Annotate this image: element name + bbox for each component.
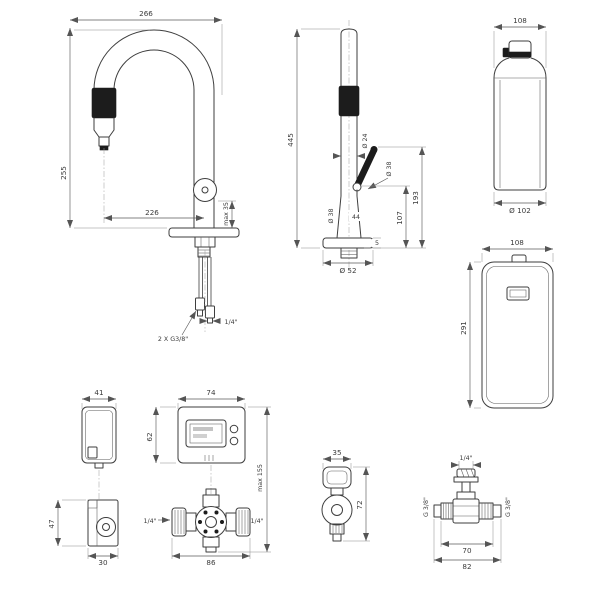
side-view: 445 Ø 24 Ø 38 Ø 38 44 193 107 5 Ø 52 bbox=[286, 20, 426, 275]
dim-spout-diameter: Ø 24 bbox=[361, 134, 369, 149]
dim-tee-total-width: 82 bbox=[462, 562, 471, 571]
dim-tank-height: 291 bbox=[459, 321, 468, 335]
dim-body-width: 44 bbox=[352, 214, 360, 221]
dim-max-deck: max 35 bbox=[223, 202, 230, 226]
dim-spout-reach: 226 bbox=[145, 208, 159, 217]
base-plate bbox=[168, 227, 240, 238]
right-coupling bbox=[235, 507, 251, 537]
dim-box-width: 74 bbox=[206, 388, 216, 397]
tee-body bbox=[452, 498, 480, 524]
bracket-front bbox=[81, 406, 117, 464]
dim-bracket-depth: 30 bbox=[98, 558, 108, 567]
dim-tee-top-fitting: 1/4" bbox=[459, 455, 472, 462]
bracket-roller bbox=[96, 517, 116, 537]
dim-base-thickness: 5 bbox=[375, 240, 379, 247]
bracket-side bbox=[87, 499, 119, 547]
dim-box-height: 62 bbox=[145, 432, 154, 441]
tank-port bbox=[506, 286, 530, 301]
faucet-outer-arc bbox=[93, 29, 215, 229]
dim-lever-height: 193 bbox=[411, 191, 420, 205]
dim-tee-right-thread: G 3/8" bbox=[505, 497, 512, 517]
dim-front-height: 255 bbox=[59, 166, 68, 180]
tank-body bbox=[481, 261, 554, 409]
spout-tube bbox=[340, 28, 358, 191]
spray-grip bbox=[91, 87, 117, 119]
dim-front-width: 266 bbox=[139, 9, 153, 18]
shutoff-valve: 35 72 bbox=[321, 448, 370, 542]
tee-right-end bbox=[492, 504, 502, 518]
control-box-assembly: 74 62 1/4" 1/4" max 155 86 bbox=[143, 388, 271, 567]
lever-handle bbox=[354, 148, 378, 186]
dim-bracket-width: 41 bbox=[94, 388, 103, 397]
tee-valve: 1/4" G 3/8" G 3/8" 70 82 bbox=[423, 455, 512, 571]
dim-max-install-height: max 155 bbox=[257, 464, 264, 492]
hose-fitting-right bbox=[205, 305, 215, 319]
display-bezel bbox=[185, 419, 227, 448]
dim-valve-width: 35 bbox=[332, 448, 341, 457]
label-right-fitting: 1/4" bbox=[250, 518, 263, 525]
dim-outlet-height: 107 bbox=[395, 211, 404, 225]
tank: 108 291 bbox=[459, 238, 554, 409]
dim-cartridge-width: 108 bbox=[513, 16, 527, 25]
dim-base-diameter: Ø 52 bbox=[339, 266, 356, 275]
hose-fitting-left bbox=[195, 297, 205, 311]
dim-cartridge-diameter: Ø 102 bbox=[509, 206, 531, 215]
dim-valve-height: 72 bbox=[355, 500, 364, 509]
filter-cartridge: 108 Ø 102 bbox=[493, 16, 547, 215]
control-box bbox=[177, 406, 246, 464]
cartridge-body bbox=[493, 77, 547, 191]
dim-tank-width: 108 bbox=[510, 238, 524, 247]
label-hose-size: 1/4" bbox=[224, 319, 237, 326]
dim-tee-body-width: 70 bbox=[462, 546, 472, 555]
wall-bracket: 41 47 30 bbox=[47, 388, 119, 567]
dim-body-diameter: Ø 38 bbox=[327, 209, 335, 224]
tee-left-end bbox=[433, 504, 442, 518]
spray-grip-side bbox=[338, 85, 360, 117]
label-left-fitting: 1/4" bbox=[143, 518, 156, 525]
valve-body bbox=[321, 494, 353, 526]
display-line-2 bbox=[193, 434, 207, 438]
faucet-inner-arc bbox=[113, 49, 195, 229]
display-line-1 bbox=[193, 427, 213, 431]
dim-bracket-height: 47 bbox=[47, 519, 56, 528]
button-top bbox=[229, 424, 239, 434]
left-coupling bbox=[171, 507, 187, 537]
front-view: 266 255 226 max 35 1/4" 2 X G3/8" bbox=[59, 9, 240, 343]
dim-tee-left-thread: G 3/8" bbox=[423, 497, 430, 517]
dim-handle-diameter: Ø 38 bbox=[385, 162, 393, 177]
handle-knob bbox=[193, 178, 217, 202]
dim-total-height: 445 bbox=[286, 133, 295, 147]
button-bottom bbox=[229, 436, 239, 446]
label-hose-thread: 2 X G3/8" bbox=[158, 336, 188, 343]
dim-assembly-width: 86 bbox=[206, 558, 216, 567]
base-plate-side bbox=[322, 237, 374, 249]
